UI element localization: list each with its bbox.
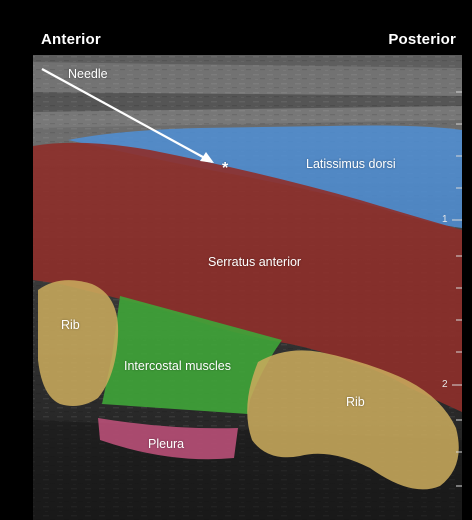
needle-label: Needle: [68, 67, 108, 81]
posterior-label: Posterior: [388, 31, 456, 48]
depth-mark-2: 2: [442, 379, 448, 390]
pleura-label: Pleura: [148, 437, 185, 451]
needle-tip: [200, 152, 214, 163]
pleura-region: [98, 418, 238, 460]
latissimus-dorsi-label: Latissimus dorsi: [306, 157, 396, 171]
rib-right-label: Rib: [346, 395, 365, 409]
depth-scale: [452, 91, 462, 487]
anterior-label: Anterior: [41, 31, 101, 48]
rib-right-region: [247, 350, 459, 490]
serratus-anterior-region: [33, 142, 462, 413]
rib-left-label: Rib: [61, 318, 80, 332]
intercostal-muscles-label: Intercostal muscles: [124, 359, 231, 373]
intercostal-muscles-region: [102, 296, 282, 414]
rib-left-region: [38, 280, 119, 406]
target-marker: *: [222, 160, 229, 177]
serratus-anterior-label: Serratus anterior: [208, 255, 302, 269]
needle-line: [41, 68, 213, 163]
depth-mark-1: 1: [442, 214, 448, 225]
